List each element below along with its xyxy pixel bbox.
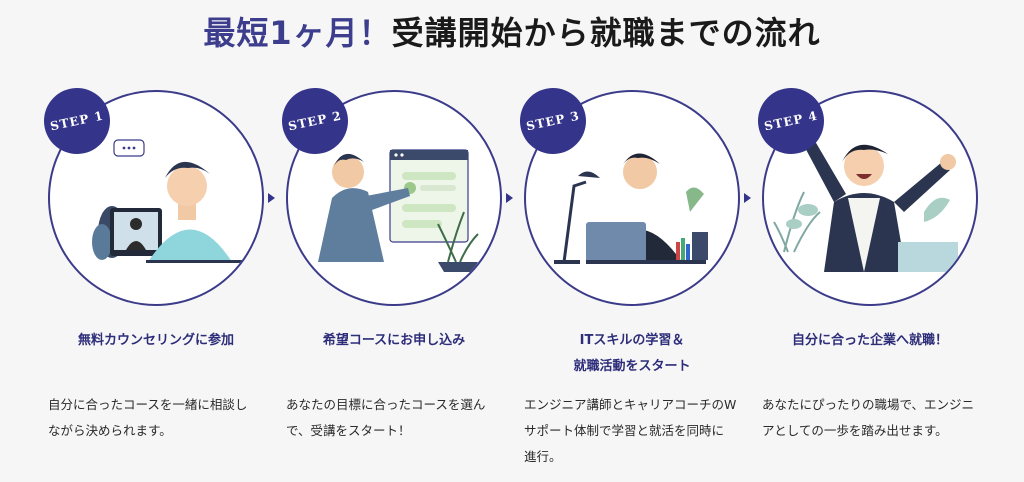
application-illustration: [318, 149, 479, 272]
page-title: 最短1ヶ月！受講開始から就職までの流れ: [0, 8, 1024, 54]
step-3-desc-line: サポート体制で学習と就活を同時に: [524, 423, 725, 438]
step-1-desc-line: 自分に合ったコースを一緒に相談し: [48, 397, 248, 412]
step-1-description: 自分に合ったコースを一緒に相談し ながら決められます。: [48, 392, 270, 444]
step-4: STEP 4 自分に合った企業へ就職！ あなたにぴったりの職場で、エンジニ アと…: [751, 81, 984, 482]
step-2: STEP 2 希望コースにお申し込み あなたの目標に合ったコースを選ん で、受講…: [275, 81, 508, 482]
step-3-heading-line: 就職活動をスタート: [573, 359, 691, 374]
step-2-heading-line: 希望コースにお申し込み: [322, 333, 466, 348]
step-4-desc-line: あなたにぴったりの職場で、エンジニ: [762, 397, 975, 412]
step-1-heading: 無料カウンセリングに参加: [48, 328, 264, 354]
step-2-desc-line: で、受講をスタート！: [286, 423, 411, 438]
step-1: STEP 1 無料カウンセリングに参加 自分に合ったコースを一緒に相談し ながら…: [37, 81, 270, 482]
step-4-heading-line: 自分に合った企業へ就職！: [791, 333, 948, 348]
title-accent: 最短1ヶ月！: [203, 14, 392, 52]
counseling-illustration: [92, 139, 242, 263]
employment-illustration: [773, 128, 958, 272]
step-3-heading-line: ITスキルの学習＆: [579, 333, 685, 348]
step-3-desc-line: エンジニア講師とキャリアコーチのW: [524, 397, 737, 412]
step-1-desc-line: ながら決められます。: [48, 423, 172, 438]
step-3-heading: ITスキルの学習＆ 就職活動をスタート: [524, 328, 740, 380]
step-3-desc-line: 進行。: [524, 449, 562, 464]
step-3: STEP 3 ITスキルの学習＆ 就職活動をスタート エンジニア講師とキャリアコ…: [513, 81, 746, 482]
title-main: 受講開始から就職までの流れ: [391, 14, 821, 52]
step-2-desc-line: あなたの目標に合ったコースを選ん: [286, 397, 486, 412]
step-2-circle: [286, 90, 502, 306]
step-4-heading: 自分に合った企業へ就職！: [762, 328, 978, 354]
arrow-icon: [506, 193, 513, 203]
step-4-desc-line: アとしての一歩を踏み出せます。: [762, 423, 948, 438]
arrow-icon: [744, 193, 751, 203]
step-3-description: エンジニア講師とキャリアコーチのW サポート体制で学習と就活を同時に 進行。: [524, 392, 746, 470]
step-1-circle: [48, 90, 264, 306]
step-2-description: あなたの目標に合ったコースを選ん で、受講をスタート！: [286, 392, 508, 444]
arrow-icon: [268, 193, 275, 203]
step-2-heading: 希望コースにお申し込み: [286, 328, 502, 354]
step-1-heading-line: 無料カウンセリングに参加: [77, 333, 234, 348]
step-4-description: あなたにぴったりの職場で、エンジニ アとしての一歩を踏み出せます。: [762, 392, 984, 444]
study-illustration: [554, 153, 708, 264]
